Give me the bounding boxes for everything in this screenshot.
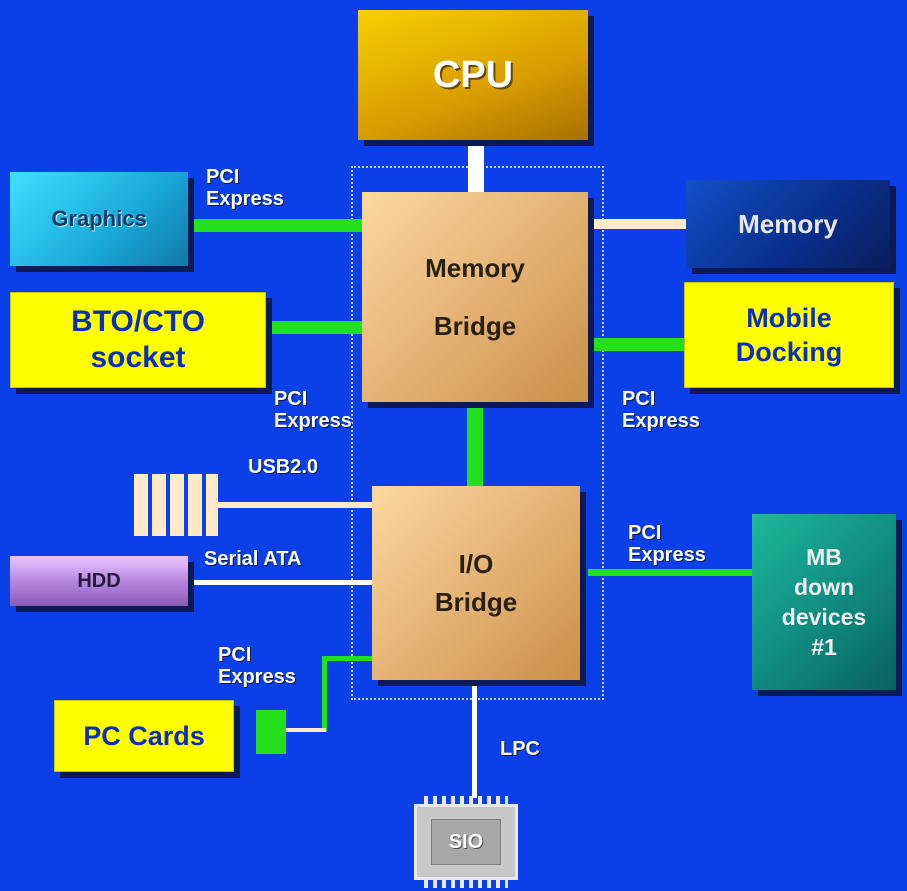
hdd-label: HDD [77, 569, 121, 592]
memory-box: Memory [686, 180, 890, 268]
usb-port [206, 474, 218, 536]
graphics-box: Graphics [10, 172, 188, 266]
bto-cto-socket-box: BTO/CTO socket [10, 292, 266, 388]
sio-pins-top [424, 796, 508, 804]
usb-port [188, 474, 202, 536]
hdd-box: HDD [10, 556, 188, 606]
label-line: PCI [628, 522, 662, 544]
graphics-pci-express-link [188, 219, 362, 232]
mb-down-label-line1: MB [806, 544, 842, 570]
cpu-label: CPU [432, 53, 514, 96]
bto-cto-label-line1: BTO/CTO [71, 305, 205, 338]
mobile-docking-label-line1: Mobile [746, 303, 832, 333]
label-line: Express [628, 544, 706, 566]
sio-pins-bottom [424, 880, 508, 888]
mb-down-pci-express-link [588, 569, 754, 576]
bridge-to-bridge-link [467, 408, 483, 486]
mb-down-label-line3: devices [781, 604, 867, 630]
label-line: Express [206, 188, 284, 210]
memory-bridge-box: Memory Bridge [362, 192, 588, 402]
memory-label: Memory [738, 208, 838, 239]
io-bridge-label-line1: I/O [458, 549, 494, 579]
label-line: PCI [274, 388, 308, 410]
memory-bridge-label-line1: Memory [425, 253, 525, 283]
pc-cards-label: PC Cards [83, 720, 205, 751]
memory-bridge-label-line2: Bridge [433, 311, 517, 341]
cpu-box: CPU [358, 10, 588, 140]
pc-cards-pci-express-label: PCI Express [218, 644, 296, 688]
memory-link [590, 219, 690, 229]
usb-port [170, 474, 184, 536]
io-bridge-label-line2: Bridge [434, 587, 518, 617]
sio-inner: SIO [431, 819, 501, 865]
label-line: Express [622, 410, 700, 432]
lpc-link [472, 680, 477, 798]
pc-cards-link-h [322, 656, 374, 661]
mb-down-pci-express-label: PCI Express [628, 522, 706, 566]
sio-chip: SIO [414, 796, 518, 888]
label-line: Express [218, 666, 296, 688]
mobile-docking-link [588, 338, 684, 351]
sata-label: Serial ATA [204, 548, 302, 570]
graphics-label: Graphics [51, 206, 147, 231]
io-bridge-box: I/O Bridge [372, 486, 580, 680]
bto-cto-pci-express-label: PCI Express [274, 388, 352, 432]
mobile-docking-pci-express-label: PCI Express [622, 388, 700, 432]
mb-down-label-line2: down [793, 574, 855, 600]
mb-down-devices-box: MB down devices #1 [752, 514, 896, 690]
usb-port [134, 474, 148, 536]
sio-label: SIO [448, 830, 484, 853]
usb-link [218, 502, 374, 508]
bto-cto-link [266, 321, 362, 334]
mobile-docking-label-line2: Docking [735, 337, 843, 367]
lpc-label: LPC [500, 738, 540, 760]
bto-cto-label-line2: socket [90, 341, 186, 374]
cpu-bus-link [468, 140, 484, 192]
sio-body: SIO [414, 804, 518, 880]
usb-port [152, 474, 166, 536]
pc-cards-link-v [322, 656, 327, 732]
pc-cards-box: PC Cards [54, 700, 234, 772]
pc-cards-link-low [286, 728, 326, 732]
mb-down-label-line4: #1 [811, 634, 837, 660]
label-line: PCI [622, 388, 656, 410]
sata-link [188, 580, 374, 585]
usb-label: USB2.0 [248, 456, 319, 478]
label-line: PCI [218, 644, 252, 666]
label-line: Express [274, 410, 352, 432]
pc-cards-connector [256, 710, 286, 754]
mobile-docking-box: Mobile Docking [684, 282, 894, 388]
usb-ports [134, 474, 220, 536]
label-line: PCI [206, 166, 240, 188]
graphics-pci-express-label: PCI Express [206, 166, 284, 210]
